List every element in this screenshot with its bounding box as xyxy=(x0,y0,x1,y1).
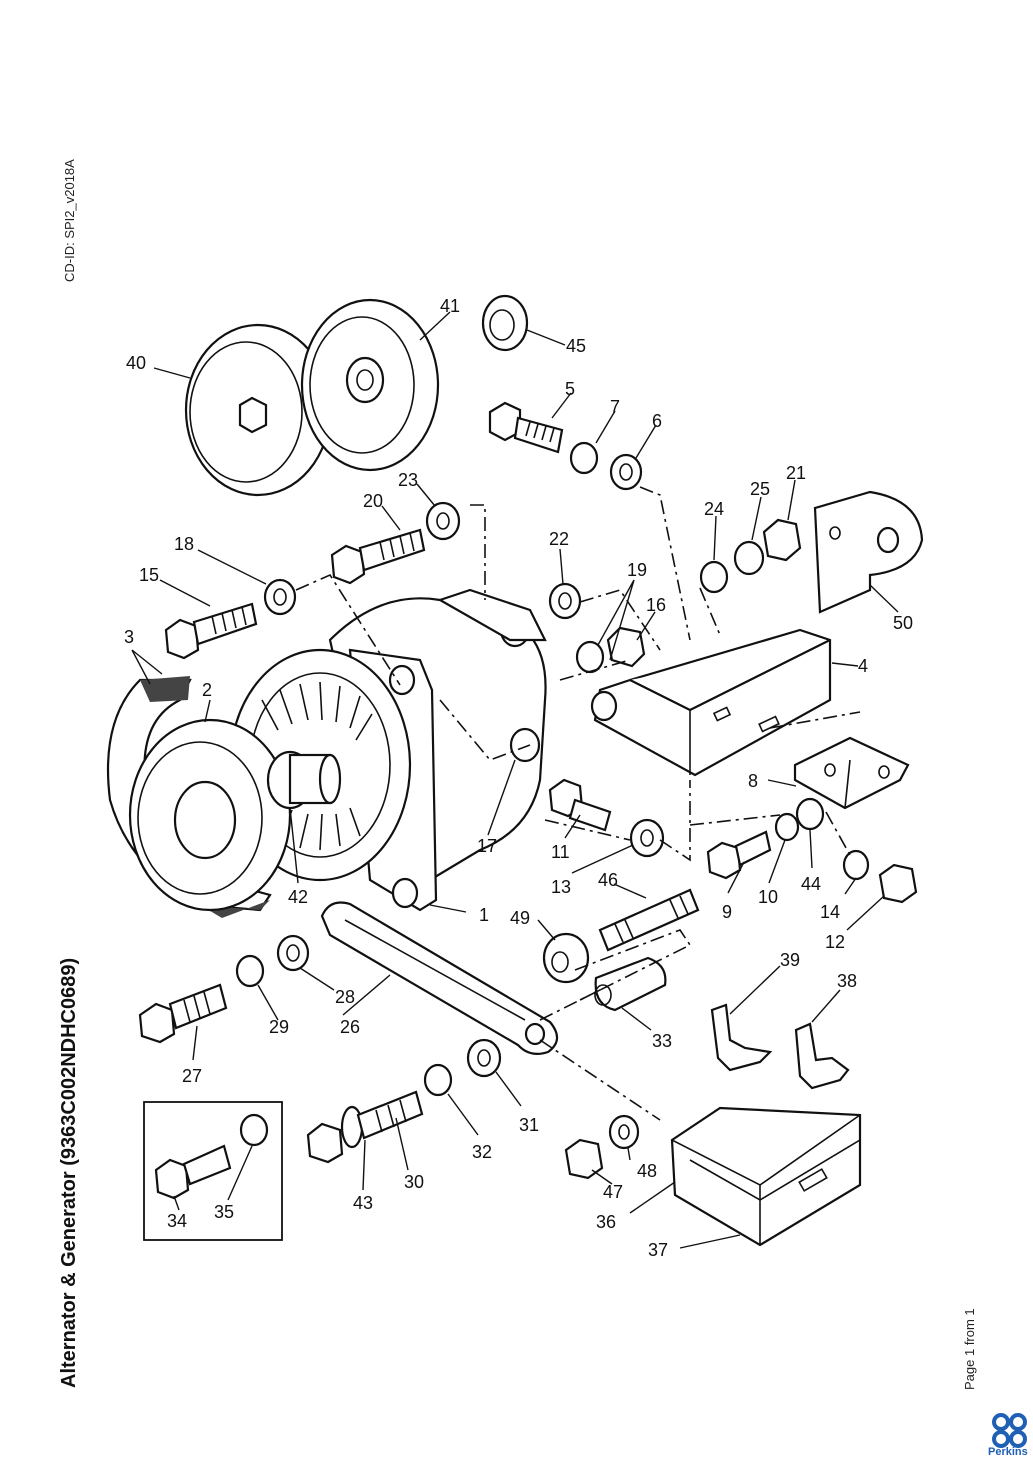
spring-washer-14 xyxy=(842,849,870,881)
callout-49: 49 xyxy=(510,908,530,928)
callout-50: 50 xyxy=(893,613,913,633)
bolt-11 xyxy=(548,778,612,832)
connector-housing-36-37 xyxy=(670,1106,862,1247)
washer-22 xyxy=(548,582,582,620)
inset-box xyxy=(143,1101,283,1241)
nut-21 xyxy=(762,518,802,562)
callout-32: 32 xyxy=(472,1142,492,1162)
callout-labels: 1 2 3 4 5 6 7 8 9 10 11 12 13 14 15 16 1… xyxy=(124,296,913,1260)
callout-45: 45 xyxy=(566,336,586,356)
callout-21: 21 xyxy=(786,463,806,483)
callout-14: 14 xyxy=(820,902,840,922)
nut-42 xyxy=(266,750,342,810)
callout-34: 34 xyxy=(167,1211,187,1231)
nut-47 xyxy=(564,1138,604,1180)
callout-37: 37 xyxy=(648,1240,668,1260)
callout-25: 25 xyxy=(750,479,770,499)
callout-7: 7 xyxy=(610,397,620,417)
bolt-27 xyxy=(138,983,228,1044)
spring-washer-29 xyxy=(235,954,265,988)
callout-38: 38 xyxy=(837,971,857,991)
callout-17: 17 xyxy=(477,836,497,856)
callout-28: 28 xyxy=(335,987,355,1007)
callout-12: 12 xyxy=(825,932,845,952)
bolt-30 xyxy=(306,1090,424,1164)
callout-42: 42 xyxy=(288,887,308,907)
callout-29: 29 xyxy=(269,1017,289,1037)
washer-48 xyxy=(608,1114,640,1150)
callout-41: 41 xyxy=(440,296,460,316)
stud-46 xyxy=(598,888,700,952)
callout-3: 3 xyxy=(124,627,134,647)
callout-33: 33 xyxy=(652,1031,672,1051)
callout-16: 16 xyxy=(646,595,666,615)
perkins-logo xyxy=(992,1413,1027,1448)
callout-1: 1 xyxy=(479,905,489,925)
spring-washer-10 xyxy=(774,812,800,842)
brand-wordmark: Perkins xyxy=(988,1446,1028,1458)
callout-31: 31 xyxy=(519,1115,539,1135)
callout-9: 9 xyxy=(722,902,732,922)
callout-10: 10 xyxy=(758,887,778,907)
washer-44 xyxy=(795,797,825,831)
callout-36: 36 xyxy=(596,1212,616,1232)
terminal-39 xyxy=(710,1003,773,1072)
bracket-8 xyxy=(793,736,910,810)
callout-35: 35 xyxy=(214,1202,234,1222)
spacer-33 xyxy=(594,956,667,1012)
adjusting-link-26 xyxy=(320,901,559,1055)
callout-30: 30 xyxy=(404,1172,424,1192)
callout-24: 24 xyxy=(704,499,724,519)
callout-20: 20 xyxy=(363,491,383,511)
bolt-5 xyxy=(488,401,564,454)
spacer-49 xyxy=(542,932,590,984)
callout-6: 6 xyxy=(652,411,662,431)
callout-18: 18 xyxy=(174,534,194,554)
bolt-9 xyxy=(706,830,772,880)
washer-24 xyxy=(699,560,729,594)
callout-13: 13 xyxy=(551,877,571,897)
washer-13 xyxy=(629,818,665,858)
callout-23: 23 xyxy=(398,470,418,490)
callout-5: 5 xyxy=(565,379,575,399)
callout-47: 47 xyxy=(603,1182,623,1202)
callout-11: 11 xyxy=(551,842,570,862)
bolt-20 xyxy=(330,528,426,585)
bracket-4 xyxy=(590,628,832,777)
callout-44: 44 xyxy=(801,874,821,894)
washer-6 xyxy=(609,453,643,491)
spring-washer-7 xyxy=(569,441,599,475)
spring-washer-25 xyxy=(733,540,765,576)
bolt-15 xyxy=(164,602,258,660)
callout-4: 4 xyxy=(858,656,868,676)
callout-8: 8 xyxy=(748,771,758,791)
terminal-38 xyxy=(794,1022,850,1090)
washer-28 xyxy=(276,934,310,972)
callout-40: 40 xyxy=(126,353,146,373)
callout-15: 15 xyxy=(139,565,159,585)
spring-washer-19 xyxy=(575,640,605,674)
callout-39: 39 xyxy=(780,950,800,970)
callout-46: 46 xyxy=(598,870,618,890)
callout-27: 27 xyxy=(182,1066,202,1086)
pulley-41 xyxy=(300,298,440,472)
callout-2: 2 xyxy=(202,680,212,700)
callout-22: 22 xyxy=(549,529,569,549)
washer-23 xyxy=(425,501,461,541)
pulley-2 xyxy=(128,718,292,912)
callout-48: 48 xyxy=(637,1161,657,1181)
callout-19: 19 xyxy=(627,560,647,580)
washer-31 xyxy=(466,1038,502,1078)
nut-12 xyxy=(878,863,918,904)
spring-washer-32 xyxy=(423,1063,453,1097)
callout-26: 26 xyxy=(340,1017,360,1037)
callout-43: 43 xyxy=(353,1193,373,1213)
seal-45 xyxy=(481,294,529,352)
washer-18 xyxy=(263,578,297,616)
bracket-50 xyxy=(813,490,924,614)
